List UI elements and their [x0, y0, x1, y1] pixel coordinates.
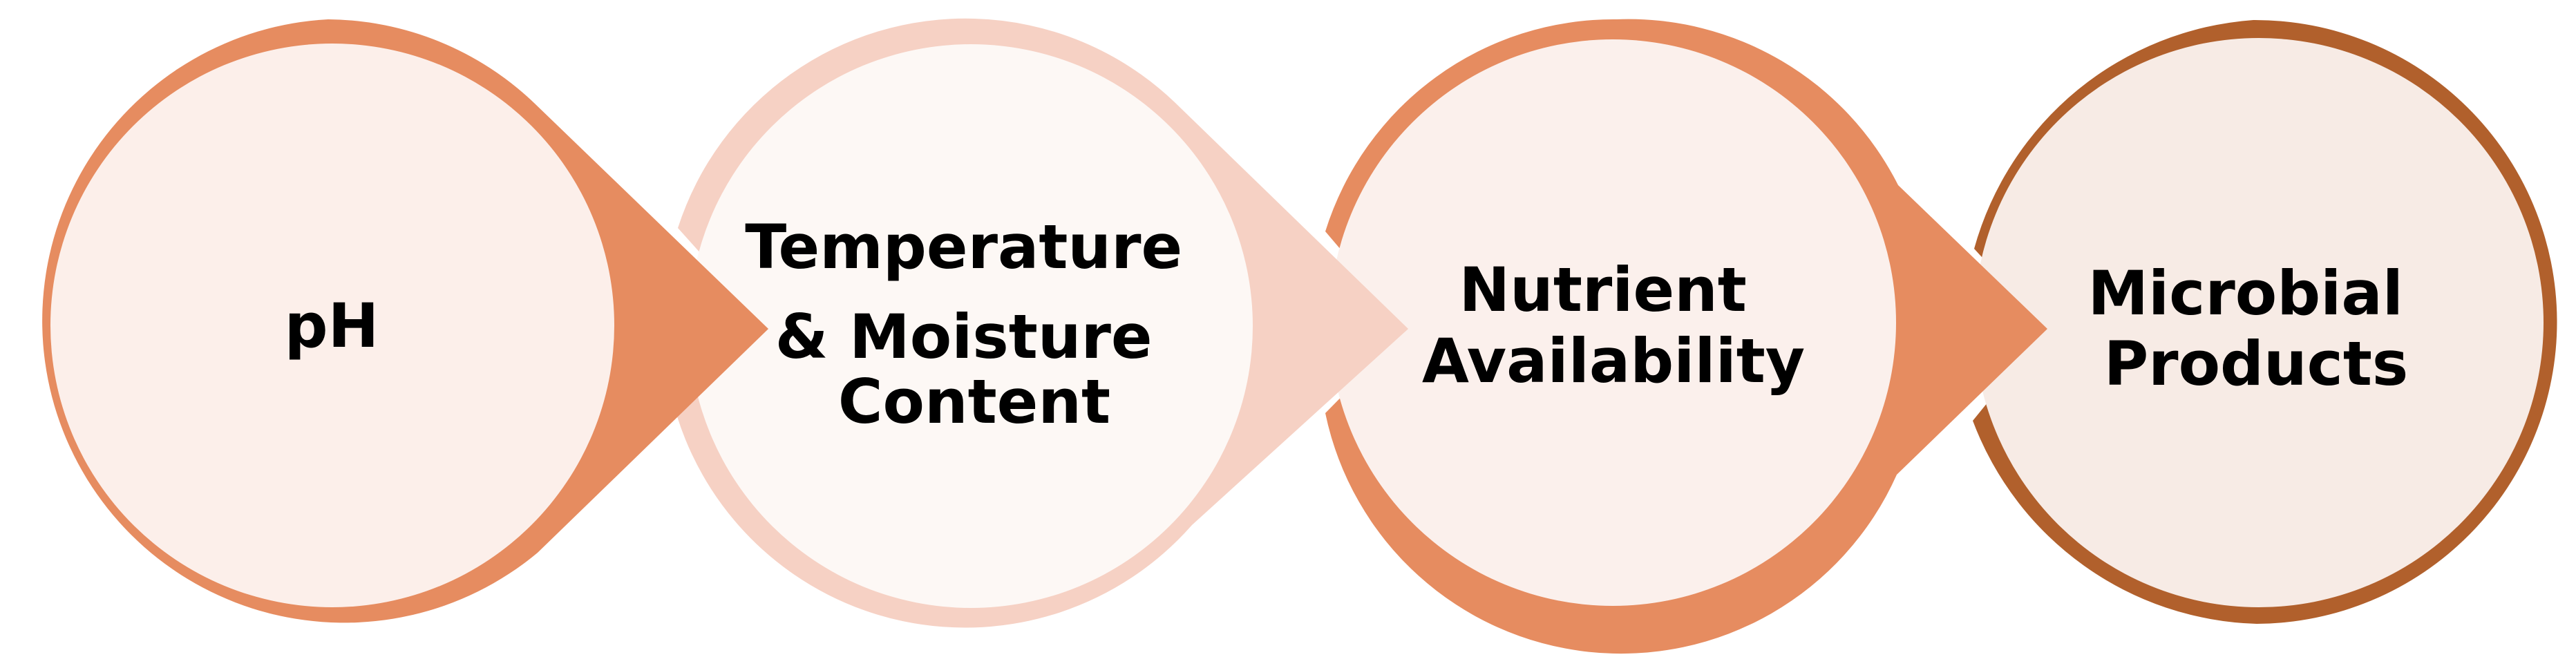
- stage-1-label: pH: [285, 290, 379, 361]
- stage-3-label: Nutrient Availability: [1422, 254, 1805, 397]
- stage-nutrient-availability: Nutrient Availability: [1325, 19, 2047, 654]
- stage-2-fill: [689, 44, 1253, 608]
- stage-microbial-products: Microbial Products: [1973, 19, 2557, 624]
- stage-1-fill: [50, 44, 614, 607]
- stage-temperature-moisture: Temperature & Moisture Content: [677, 18, 1408, 628]
- stage-ph: pH: [42, 19, 768, 623]
- stage-3-fill: [1329, 39, 1896, 606]
- stage-4-fill: [1974, 38, 2544, 607]
- stage-2-label: Temperature & Moisture Content: [745, 211, 1204, 437]
- stage-4-label: Microbial Products: [2087, 258, 2424, 399]
